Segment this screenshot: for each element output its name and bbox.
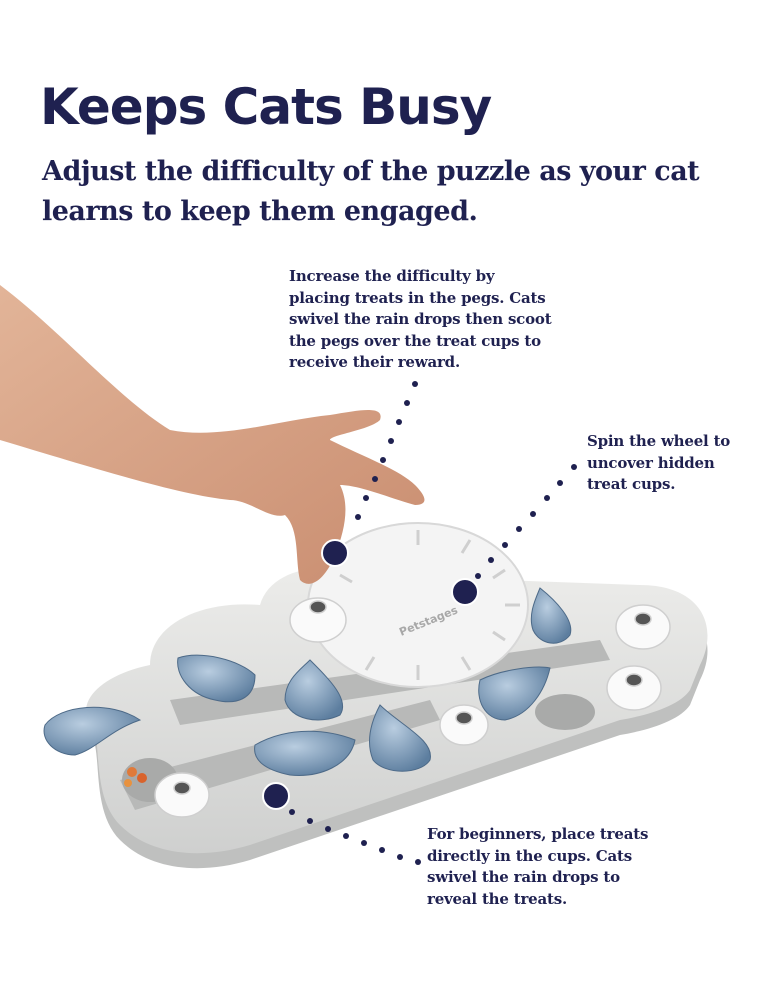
callout-line: reveal the treats. bbox=[427, 889, 568, 908]
treat-cups bbox=[154, 597, 671, 818]
treat-well bbox=[535, 694, 595, 730]
callout-line: treat cups. bbox=[587, 475, 676, 493]
callout-line: swivel the rain drops to bbox=[427, 868, 620, 886]
leader-dots bbox=[289, 381, 577, 865]
marker-cups bbox=[262, 782, 290, 810]
callout-beginners: For beginners, place treats directly in … bbox=[427, 824, 667, 910]
callout-line: receive their reward. bbox=[289, 353, 460, 371]
hand bbox=[0, 285, 425, 584]
callout-line: the pegs over the treat cups to bbox=[289, 331, 541, 350]
marker-pegs bbox=[321, 539, 349, 567]
marker-wheel bbox=[451, 578, 479, 606]
rain-drops bbox=[43, 587, 572, 776]
callout-wheel: Spin the wheel to uncover hidden treat c… bbox=[587, 431, 747, 496]
callout-line: Spin the wheel to bbox=[587, 432, 731, 450]
callout-line: directly in the cups. Cats bbox=[427, 846, 633, 865]
callout-line: Increase the difficulty by bbox=[289, 267, 495, 285]
callout-line: uncover hidden bbox=[587, 453, 715, 472]
callout-pegs: Increase the difficulty by placing treat… bbox=[289, 266, 579, 374]
page-subtitle: Adjust the difficulty of the puzzle as y… bbox=[42, 156, 700, 227]
page-title: Keeps Cats Busy bbox=[40, 78, 492, 136]
treats bbox=[124, 767, 147, 787]
wheel-ribs bbox=[339, 530, 520, 680]
callout-line: For beginners, place treats bbox=[427, 825, 649, 843]
callout-line: placing treats in the pegs. Cats bbox=[289, 288, 546, 307]
callout-line: swivel the rain drops then scoot bbox=[289, 310, 552, 328]
